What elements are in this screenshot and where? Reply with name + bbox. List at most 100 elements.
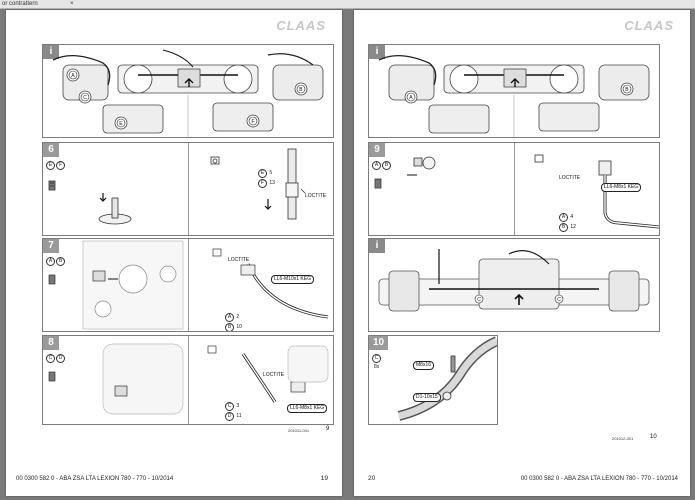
circle-C: C [557, 297, 561, 303]
panel-divider [188, 143, 189, 235]
footer-text: 00 0300 582 0 - ABA ZSA LTA LEXION 780 -… [16, 476, 174, 482]
overview-panel: i 1360-001 [42, 44, 334, 138]
axle-overview-panel: i C C [368, 238, 660, 332]
ref-F: F [56, 161, 65, 170]
ref-F: F [258, 179, 267, 188]
ref-C: C [225, 402, 234, 411]
figure-number: 10 [650, 434, 657, 440]
panel-tag: i [43, 45, 59, 59]
panel-divider [188, 336, 189, 424]
ref-A: A [372, 161, 381, 170]
circle-C: C [83, 95, 87, 101]
loctite-label: LOCTITE [559, 175, 581, 181]
loctite-label: LOCTITE [305, 193, 327, 199]
value-row: B 10 [225, 323, 242, 331]
panel-divider [514, 143, 515, 235]
footer-text: 00 0300 582 0 - ABA ZSA LTA LEXION 780 -… [520, 476, 678, 482]
value-row: E 5 [258, 169, 272, 178]
value: 10 [236, 324, 242, 330]
value-row: A 4 [559, 213, 573, 222]
value-row: F 13 [258, 179, 275, 188]
right-page: CLAAS i 1360-001 A [354, 10, 690, 496]
viewer-toolbar: or contrattern × [0, 0, 695, 9]
ref-list: C [372, 354, 382, 363]
value: 13 [269, 180, 275, 186]
close-icon[interactable]: × [70, 1, 74, 7]
ref-C: C [46, 354, 55, 363]
ref-E: E [258, 169, 267, 178]
circle-A: A [71, 73, 75, 79]
axle-illustration: A B [378, 55, 650, 137]
panel-tag: 10 [369, 336, 389, 350]
part-callout: LL6-M8x1 KEG [601, 183, 642, 192]
ref-C: C [372, 354, 381, 363]
part-callout: LL6-M10x1 KEG [271, 275, 314, 284]
value-row: A 2 [225, 313, 239, 322]
step-8-illustration [48, 343, 329, 415]
step-6-illustration [48, 148, 306, 225]
axle-full-illustration: C C [378, 249, 650, 312]
value: 3 [236, 403, 240, 409]
panel-tag: i [369, 45, 385, 59]
panel-tag: 6 [43, 143, 59, 157]
viewer-tab-label[interactable]: or contrattern [2, 1, 38, 7]
ref-B: B [559, 223, 568, 232]
page-number: 19 [320, 475, 328, 482]
value-row: C 3 [225, 402, 239, 411]
ref-B: B [382, 161, 391, 170]
axle-illustration: A C B E F [52, 49, 324, 137]
value: 12 [570, 224, 576, 230]
brand-logo: CLAAS [624, 18, 674, 33]
panel-tag: i [369, 239, 385, 253]
figure-number: 9 [326, 426, 330, 432]
panel-tag: 7 [43, 239, 59, 253]
circle-E: E [119, 121, 123, 127]
bolt-callout: M8x16 [413, 361, 435, 370]
figure-code: 201012-001 [612, 436, 634, 441]
ref-B: B [56, 257, 65, 266]
brand-logo: CLAAS [276, 18, 326, 33]
panel-divider [188, 239, 189, 331]
ref-B: B [225, 323, 234, 331]
ref-D: D [225, 412, 234, 421]
ref-D: D [56, 354, 65, 363]
value: 2 [236, 314, 240, 320]
value: 5 [269, 170, 273, 176]
circle-B: B [299, 87, 303, 93]
loctite-label: LOCTITE [263, 372, 285, 378]
step-10-illustration [397, 336, 497, 421]
step-10-panel: 10 C 8x M8x16 D1-10x15 [368, 335, 498, 425]
ref-E: E [46, 161, 55, 170]
circle-C: C [477, 297, 481, 303]
page-number: 20 [368, 475, 376, 482]
washer-callout: D1-10x15 [413, 393, 441, 402]
loctite-label: LOCTITE [228, 257, 250, 263]
ref-A: A [46, 257, 55, 266]
ref-A: A [559, 213, 568, 222]
quantity: 8x [374, 364, 380, 370]
circle-B: B [625, 87, 629, 93]
value-row: B 12 [559, 223, 576, 232]
ref-A: A [225, 313, 234, 322]
step-7-illustration [48, 240, 329, 330]
step-9-illustration [374, 154, 659, 229]
part-callout: LL6-M8x1 KEG [287, 404, 328, 413]
figure-code: 201011-001 [288, 428, 310, 433]
circle-A: A [409, 95, 413, 101]
value-row: D 11 [225, 412, 242, 421]
panel-tag: 8 [43, 336, 59, 350]
value: 4 [570, 214, 574, 220]
panel-tag: 9 [369, 143, 385, 157]
left-page: CLAAS i 1360-001 [6, 10, 342, 496]
value: 11 [236, 413, 242, 419]
circle-F: F [252, 119, 255, 125]
overview-panel: i 1360-001 A B [368, 44, 660, 138]
